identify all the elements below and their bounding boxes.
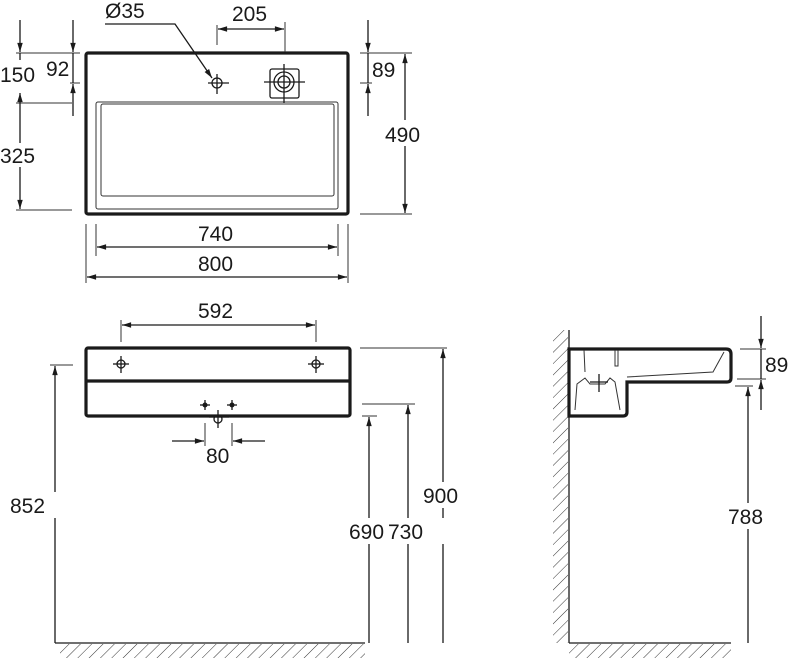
basin-profile [567,347,733,418]
right-upper-label: 89 [372,59,395,82]
fixing-height-label: 852 [10,495,45,518]
side-view: 89 788 [553,316,788,658]
tap-hole-diameter-label: Ø35 [105,0,145,23]
left-basin-label: 325 [0,145,35,168]
underside-height-label: 788 [728,506,763,529]
top-view: Ø35 205 150 92 325 89 490 [0,0,428,283]
fixing-hole-left-icon [113,356,129,373]
fixing-hole-spacing-label: 592 [198,300,233,323]
basin-bowl-inner [100,103,335,197]
front-view: 592 80 852 690 730 900 [10,300,466,658]
front-thickness-label: 89 [765,354,788,377]
top-height-label: 900 [423,485,458,508]
fixing-hole-right-icon [308,356,324,373]
tap-hole-icon [208,74,229,94]
inner-width-label: 740 [198,223,233,246]
basin-outline-top [84,51,350,216]
outer-width-label: 800 [198,253,233,276]
tap-to-overflow-label: 205 [232,3,267,26]
left-total-label: 150 [0,64,35,87]
basin-bowl-outer [95,101,339,210]
waste-fixings-icon [200,400,237,428]
waste-spacing-label: 80 [206,445,229,468]
wall-hatch [553,330,568,643]
floor-hatch-side [569,644,731,658]
overflow-drain-icon [264,64,305,103]
left-upper-label: 92 [46,58,69,81]
floor-hatch-front [60,644,365,658]
depth-label: 490 [385,124,420,147]
waste-height-label: 730 [388,521,423,544]
waste-icon-side [590,374,608,392]
bottom-height-label: 690 [349,521,384,544]
